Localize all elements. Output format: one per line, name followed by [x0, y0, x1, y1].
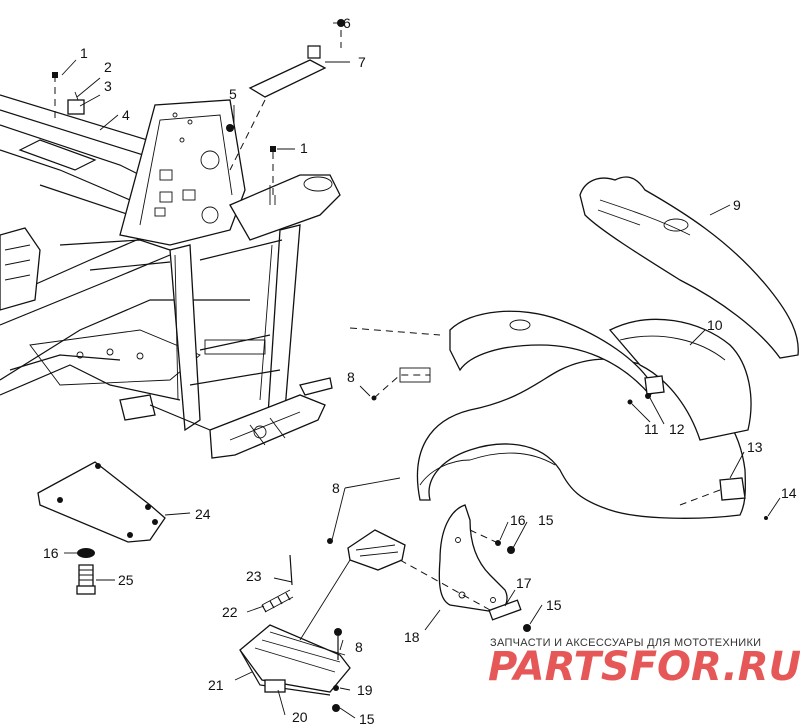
callout-16a: 16 — [510, 512, 526, 528]
callout-14: 14 — [781, 485, 797, 501]
skid-plate — [37, 461, 166, 543]
callout-1a: 1 — [80, 45, 88, 61]
callout-15a: 15 — [538, 512, 554, 528]
callout-22: 22 — [222, 604, 238, 620]
front-fender — [399, 310, 752, 519]
callout-10: 10 — [707, 317, 723, 333]
hardware — [52, 19, 768, 712]
watermark: ЗАПЧАСТИ И АКСЕССУАРЫ ДЛЯ МОТОТЕХНИКИ PA… — [488, 637, 800, 690]
callout-5: 5 — [229, 86, 237, 102]
callout-1b: 1 — [300, 140, 308, 156]
callout-2: 2 — [104, 59, 112, 75]
callout-7: 7 — [358, 54, 366, 70]
callout-3: 3 — [104, 78, 112, 94]
callout-21: 21 — [208, 677, 224, 693]
callout-18: 18 — [404, 629, 420, 645]
callout-23: 23 — [246, 568, 262, 584]
fender-top-cover — [579, 176, 799, 359]
leader-lines — [54, 22, 781, 719]
mud-flap — [438, 504, 508, 613]
callout-12: 12 — [669, 421, 685, 437]
callout-8a: 8 — [347, 369, 355, 385]
callout-17: 17 — [516, 575, 532, 591]
watermark-tagline: ЗАПЧАСТИ И АКСЕССУАРЫ ДЛЯ МОТОТЕХНИКИ — [490, 637, 761, 649]
callout-4: 4 — [122, 107, 130, 123]
callout-8b: 8 — [332, 480, 340, 496]
watermark-brand: PARTSFOR.RU — [488, 644, 800, 690]
callout-9: 9 — [733, 197, 741, 213]
callout-25: 25 — [118, 572, 134, 588]
callout-11: 11 — [644, 421, 659, 437]
callout-labels: 1 2 3 4 5 6 7 1 8 9 10 11 12 13 14 8 16 … — [43, 15, 797, 727]
callout-8c: 8 — [355, 639, 363, 655]
callout-19: 19 — [357, 682, 373, 698]
callout-15c: 15 — [359, 711, 375, 727]
footrest-bracket — [347, 529, 406, 571]
callout-16b: 16 — [43, 545, 59, 561]
frame-assembly — [0, 94, 341, 459]
footrest — [239, 624, 351, 696]
callout-24: 24 — [195, 506, 211, 522]
callout-20: 20 — [292, 709, 308, 725]
callout-15b: 15 — [546, 597, 562, 613]
callout-13: 13 — [747, 439, 763, 455]
callout-6: 6 — [343, 15, 351, 31]
